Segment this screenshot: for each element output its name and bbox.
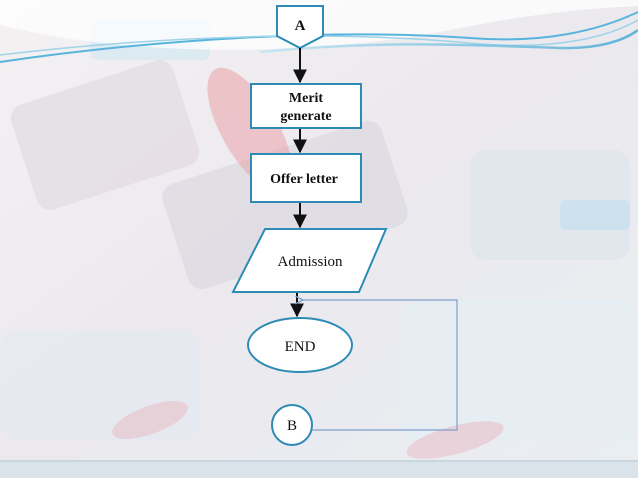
connector-a-label: A (295, 18, 306, 34)
connector-b-label: B (287, 418, 297, 434)
merit-label-line2: generate (280, 109, 331, 124)
io-admission: Admission (231, 228, 388, 293)
process-offer-letter: Offer letter (250, 153, 362, 203)
admission-label: Admission (277, 254, 343, 270)
connector-b: B (271, 404, 313, 446)
end-label: END (285, 339, 316, 355)
offer-letter-label: Offer letter (270, 172, 338, 187)
process-merit-generate: Merit generate (250, 83, 362, 129)
connector-a: A (276, 5, 324, 50)
bottom-band (0, 460, 638, 478)
terminal-end: END (247, 317, 353, 373)
loop-back-line (303, 300, 458, 431)
merit-label-line1: Merit (289, 91, 324, 106)
